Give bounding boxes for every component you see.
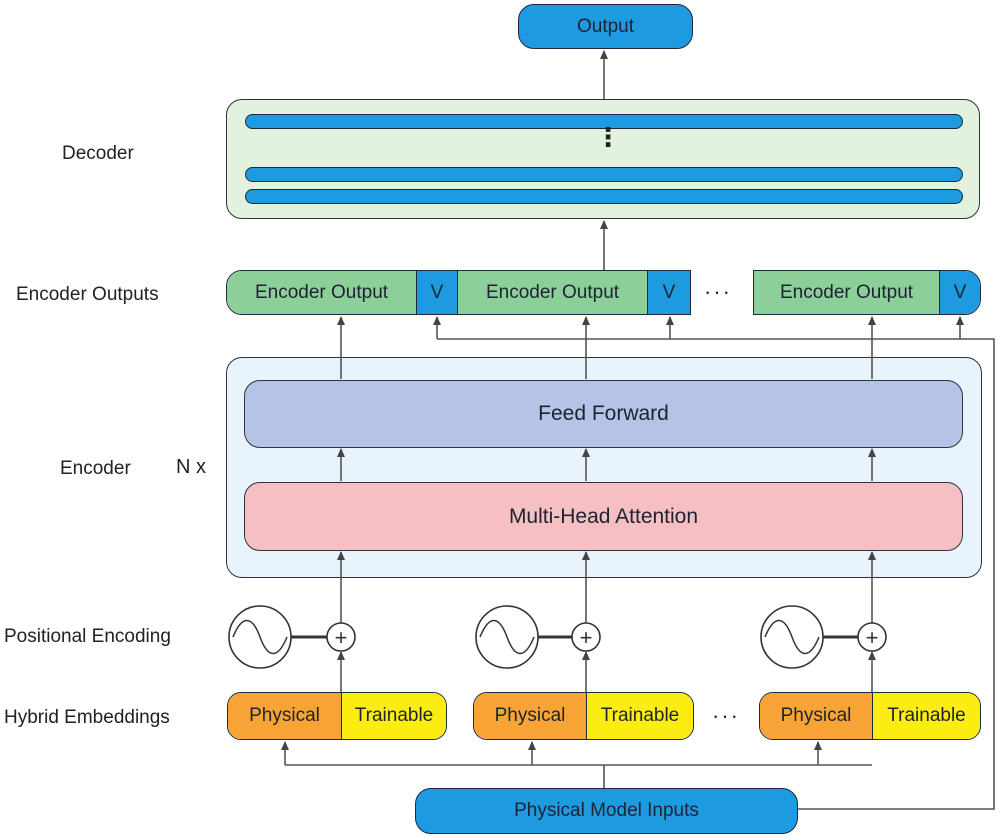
physical-cell: Physical [228, 693, 342, 739]
sine-wave-icon [479, 619, 535, 655]
encoder-outputs-label: Encoder Outputs [16, 284, 159, 305]
plus-circle-icon [571, 622, 601, 652]
multi-head-attention-box: Multi-Head Attention [244, 482, 963, 551]
physical-cell: Physical [474, 693, 587, 739]
plus-circle-icon [326, 622, 356, 652]
plus-sign: + [866, 625, 879, 650]
trainable-cell: Trainable [873, 693, 980, 739]
sine-wave-icon [228, 605, 292, 669]
hybrid-embedding: Physical Trainable [759, 692, 981, 740]
embeddings-ellipsis: ··· [712, 703, 740, 728]
decoder-layer-bar [245, 114, 963, 129]
encoder-output-cell: Encoder Output [754, 271, 940, 314]
encoder-output-group: Encoder Output V [753, 270, 981, 315]
v-cell: V [648, 271, 690, 314]
feed-forward-label: Feed Forward [538, 402, 669, 425]
sine-wave-icon [475, 605, 539, 669]
physical-model-inputs-box: Physical Model Inputs [415, 788, 798, 834]
encoder-block: Feed Forward Multi-Head Attention [226, 357, 982, 578]
encoder-output-cell: Encoder Output [227, 271, 417, 314]
decoder-label: Decoder [62, 143, 134, 164]
trainable-cell: Trainable [342, 693, 446, 739]
decoder-ellipsis: ⋮ [595, 122, 621, 152]
hybrid-embeddings-label: Hybrid Embeddings [4, 707, 170, 728]
decoder-layer-bar [245, 189, 963, 204]
sine-wave-icon [232, 619, 288, 655]
trainable-cell: Trainable [587, 693, 693, 739]
encoder-output-cell: Encoder Output [458, 271, 648, 314]
encoder-output-group: Encoder Output V Encoder Output V [226, 270, 691, 315]
v-cell: V [940, 271, 980, 314]
output-box: Output [518, 4, 693, 49]
positional-encoding-label: Positional Encoding [4, 626, 171, 647]
decoder-layer-bar [245, 167, 963, 182]
hybrid-embedding: Physical Trainable [473, 692, 694, 740]
output-label: Output [576, 15, 635, 37]
plus-circle-icon [857, 622, 887, 652]
feed-forward-box: Feed Forward [244, 380, 963, 448]
physical-model-inputs-label: Physical Model Inputs [514, 800, 699, 821]
sine-wave-icon [760, 605, 824, 669]
plus-sign: + [580, 625, 593, 650]
sine-wave-icon [764, 619, 820, 655]
encoder-label: Encoder [60, 458, 131, 479]
hybrid-embedding: Physical Trainable [227, 692, 447, 740]
multi-head-attention-label: Multi-Head Attention [508, 504, 699, 528]
encoder-outputs-ellipsis: ··· [704, 279, 732, 304]
n-times-label: N x [176, 456, 206, 478]
decoder-box: ⋮ [226, 99, 980, 219]
v-cell: V [417, 271, 458, 314]
plus-sign: + [335, 625, 348, 650]
physical-cell: Physical [760, 693, 873, 739]
